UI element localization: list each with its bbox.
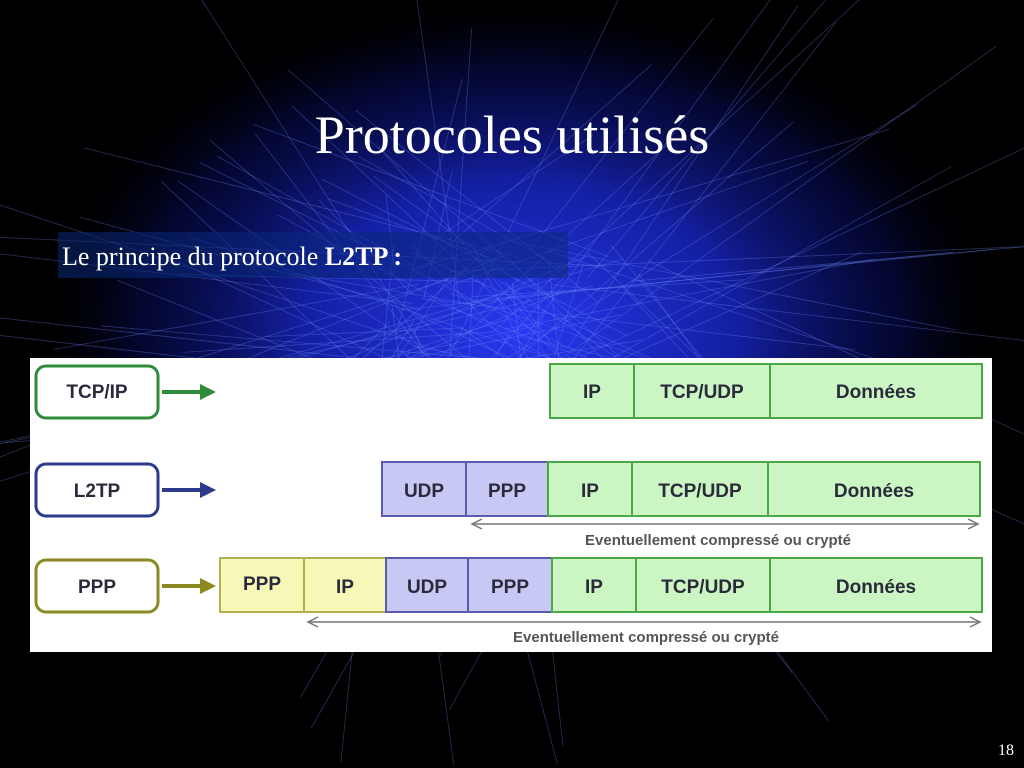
slide-subtitle: Le principe du protocole L2TP : (62, 240, 402, 274)
network-ray (619, 251, 863, 361)
network-ray (421, 298, 855, 351)
network-ray (449, 28, 473, 354)
network-ray (399, 251, 954, 311)
network-ray (53, 283, 421, 350)
network-ray (432, 134, 594, 241)
network-ray (442, 0, 619, 372)
segment (635, 557, 771, 613)
segment-label: Données (836, 577, 916, 598)
network-ray (595, 166, 952, 368)
encryption-note: Eventuellement compressé ou crypté (585, 532, 851, 549)
segment-label: IP (581, 481, 599, 502)
network-ray (183, 331, 495, 353)
network-ray (503, 258, 875, 330)
network-ray (201, 0, 451, 390)
segment (303, 557, 387, 613)
segment (769, 363, 983, 419)
segment (467, 557, 553, 613)
segment-label: IP (585, 577, 603, 598)
row-label: PPP (78, 577, 116, 598)
network-ray (476, 249, 994, 301)
network-ray (177, 180, 465, 381)
slide-title: Protocoles utilisés (314, 105, 710, 165)
network-ray (397, 78, 463, 330)
network-ray (479, 142, 670, 316)
segment-label: Données (834, 481, 914, 502)
row-label-box (34, 462, 160, 518)
network-ray (489, 121, 794, 383)
segment-label: PPP (491, 577, 529, 598)
segment-label: IP (336, 577, 354, 598)
encryption-note: Eventuellement compressé ou crypté (513, 629, 779, 646)
segment (549, 363, 635, 419)
segment-label: UDP (404, 481, 444, 502)
subtitle-text: Le principe du protocole (62, 242, 325, 271)
network-ray (587, 0, 826, 278)
subtitle-bold: L2TP : (324, 242, 403, 271)
network-ray (472, 279, 744, 298)
subtitle-highlight (58, 232, 568, 278)
segment-label: TCP/UDP (658, 481, 742, 502)
network-ray (489, 45, 997, 411)
network-ray (584, 147, 1024, 356)
network-ray (264, 327, 463, 338)
network-ray (530, 18, 714, 250)
row-l2tp: L2TP UDP PPP IP TCP/UDP Données (34, 461, 981, 549)
network-ray (290, 272, 475, 305)
network-ray (287, 69, 626, 363)
segment-label: PPP (243, 574, 281, 595)
network-ray (568, 5, 799, 348)
segment-label: TCP/UDP (660, 382, 744, 403)
network-ray (551, 284, 1024, 341)
network-ray (482, 104, 918, 374)
double-arrow-icon (470, 518, 980, 530)
double-arrow-icon (306, 616, 982, 628)
arrow-right-icon (162, 578, 216, 594)
row-label-box (34, 364, 160, 420)
arrow-right-icon (162, 482, 216, 498)
segment-label: PPP (488, 481, 526, 502)
page-number: 18 (998, 742, 1014, 759)
network-ray (631, 246, 1024, 282)
network-ray (526, 0, 771, 336)
segment-label: TCP/UDP (661, 577, 745, 598)
segment (769, 557, 983, 613)
network-ray (509, 240, 957, 331)
row-tcpip: TCP/IP IP TCP/UDP Données (34, 363, 983, 420)
row-label: L2TP (74, 481, 121, 502)
segment (767, 461, 981, 517)
row-ppp: PPP PPP IP UDP PPP IP TCP/UDP Données (34, 557, 983, 646)
segment-label: Données (836, 382, 916, 403)
network-ray (549, 250, 881, 361)
segment (465, 461, 549, 517)
segment-label: UDP (407, 577, 447, 598)
row-label: TCP/IP (66, 382, 128, 403)
protocol-stack-diagram: TCP/IP IP TCP/UDP Données L2TP (30, 358, 992, 652)
segment-label: IP (583, 382, 601, 403)
network-ray (537, 21, 837, 405)
arrow-right-icon (162, 384, 216, 400)
row-label-box (34, 558, 160, 614)
